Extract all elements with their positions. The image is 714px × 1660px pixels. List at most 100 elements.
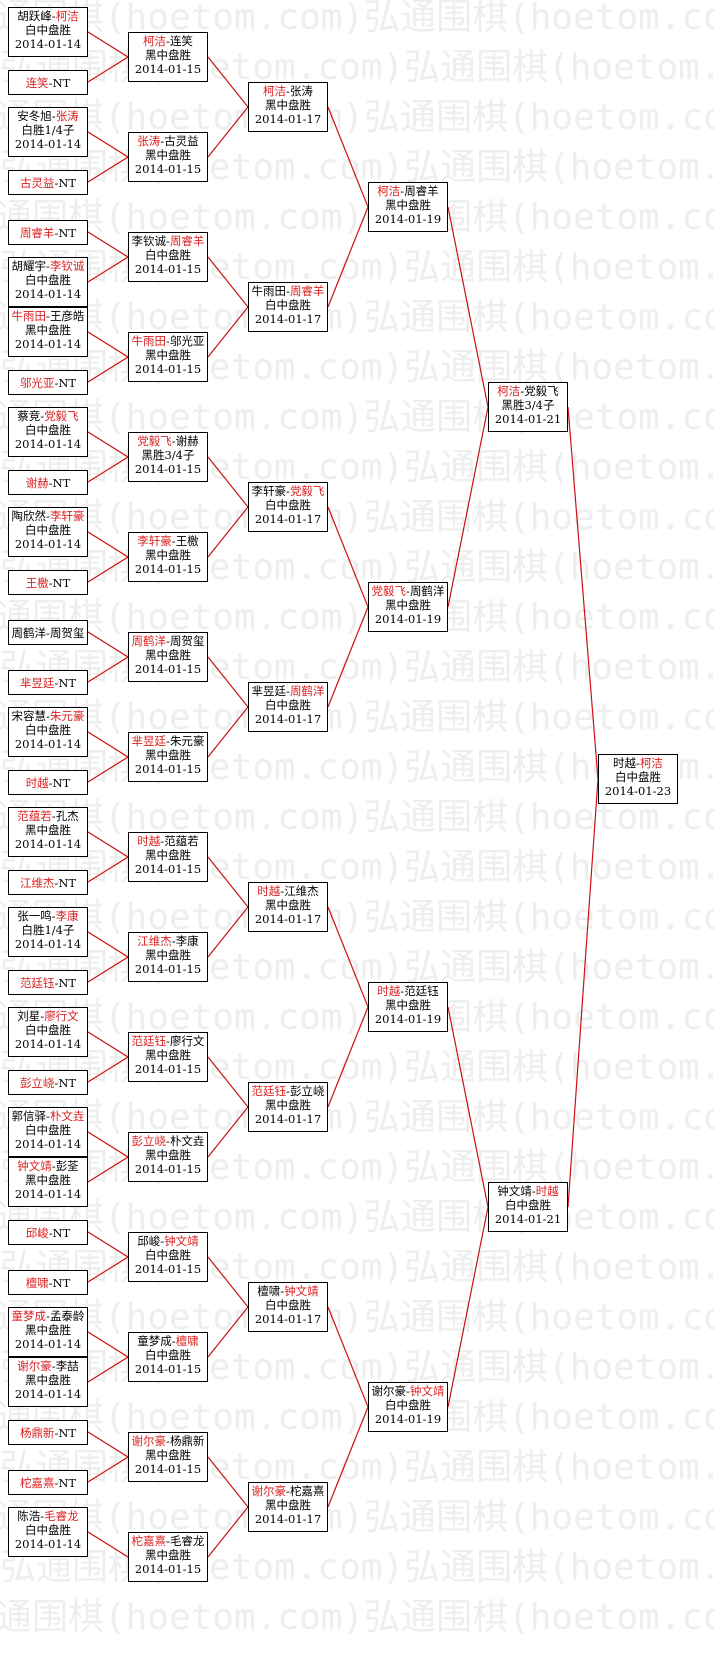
bracket-connector bbox=[207, 1056, 249, 1108]
player-name: 周鹤洋 bbox=[11, 626, 47, 640]
player-name: NT bbox=[58, 1426, 77, 1440]
match-players: 连笑-NT bbox=[9, 76, 87, 90]
match-box: 邱峻-NT bbox=[8, 1220, 88, 1245]
match-players: 周鹤洋-周贺玺 bbox=[129, 634, 207, 648]
match-date: 2014-01-15 bbox=[134, 1462, 202, 1476]
player-name: 宋容慧 bbox=[11, 709, 47, 723]
vs-separator: - bbox=[166, 1034, 170, 1048]
player-name: 周鹤洋 bbox=[409, 584, 445, 598]
winner-name: 柯洁 bbox=[377, 184, 401, 198]
bracket-connector bbox=[87, 156, 129, 183]
player-name: 周贺玺 bbox=[49, 626, 85, 640]
match-result: 黑中盘胜 bbox=[25, 1323, 71, 1337]
vs-separator: - bbox=[51, 1159, 56, 1173]
match-players: 江维杰-NT bbox=[9, 876, 87, 890]
match-result: 白中盘胜 bbox=[265, 1298, 311, 1312]
vs-separator: - bbox=[51, 109, 56, 123]
winner-name: 连笑 bbox=[25, 76, 49, 90]
match-result: 黑中盘胜 bbox=[145, 548, 191, 562]
match-players: 宋容慧-朱元豪 bbox=[9, 709, 87, 723]
bracket-connector bbox=[87, 1356, 129, 1383]
match-result: 白中盘胜 bbox=[25, 723, 71, 737]
match-box: 范廷钰-NT bbox=[8, 970, 88, 995]
match-players: 时越-江维杰 bbox=[249, 884, 327, 898]
match-players: 牛雨田-周睿羊 bbox=[249, 284, 327, 298]
vs-separator: - bbox=[48, 576, 53, 590]
match-result: 白中盘胜 bbox=[25, 1123, 71, 1137]
vs-separator: - bbox=[171, 534, 176, 548]
winner-name: 彭立峣 bbox=[19, 1076, 55, 1090]
match-result: 黑胜3/4子 bbox=[141, 448, 195, 462]
bracket-connector bbox=[87, 456, 129, 483]
match-result: 黑中盘胜 bbox=[145, 948, 191, 962]
match-box: 檀啸-NT bbox=[8, 1270, 88, 1295]
match-date: 2014-01-15 bbox=[134, 862, 202, 876]
bracket-connector bbox=[87, 1231, 129, 1258]
vs-separator: - bbox=[166, 634, 170, 648]
vs-separator: - bbox=[280, 884, 285, 898]
vs-separator: - bbox=[46, 1109, 50, 1123]
vs-separator: - bbox=[160, 134, 165, 148]
vs-separator: - bbox=[46, 259, 50, 273]
player-name: NT bbox=[58, 1076, 77, 1090]
winner-name: 芈昱廷 bbox=[19, 676, 55, 690]
winner-name: 时越 bbox=[25, 776, 49, 790]
winner-name: 朴文垚 bbox=[49, 1109, 85, 1123]
match-date: 2014-01-21 bbox=[494, 412, 562, 426]
bracket-connector bbox=[87, 956, 129, 983]
winner-name: 朱元豪 bbox=[49, 709, 85, 723]
player-name: 周贺玺 bbox=[169, 634, 205, 648]
bracket-connector bbox=[87, 356, 129, 383]
match-result: 黑中盘胜 bbox=[385, 598, 431, 612]
match-players: 范蕴若-孔杰 bbox=[9, 809, 87, 823]
player-name: 廖行文 bbox=[169, 1034, 205, 1048]
match-players: 柁嘉熹-NT bbox=[9, 1476, 87, 1490]
match-players: 李钦诚-周睿羊 bbox=[129, 234, 207, 248]
match-players: 周睿羊-NT bbox=[9, 226, 87, 240]
bracket-connector bbox=[87, 656, 129, 683]
match-players: 柯洁-张涛 bbox=[249, 84, 327, 98]
bracket-connector bbox=[87, 556, 129, 583]
match-date: 2014-01-17 bbox=[254, 1112, 322, 1126]
match-result: 黑中盘胜 bbox=[145, 1048, 191, 1062]
winner-name: 檀啸 bbox=[175, 1334, 199, 1348]
player-name: 朱元豪 bbox=[169, 734, 205, 748]
match-players: 柯洁-周睿羊 bbox=[369, 184, 447, 198]
winner-name: 谢尔豪 bbox=[131, 1434, 167, 1448]
player-name: 邬光亚 bbox=[169, 334, 205, 348]
vs-separator: - bbox=[400, 184, 405, 198]
player-name: 朴文垚 bbox=[169, 1134, 205, 1148]
match-date: 2014-01-14 bbox=[14, 1387, 82, 1401]
match-players: 谢尔豪-柁嘉熹 bbox=[249, 1484, 327, 1498]
bracket-connector bbox=[447, 1206, 489, 1408]
vs-separator: - bbox=[40, 1509, 45, 1523]
bracket-connector bbox=[447, 1006, 489, 1208]
vs-separator: - bbox=[51, 809, 56, 823]
match-result: 黑中盘胜 bbox=[25, 1373, 71, 1387]
bracket-connector bbox=[207, 1506, 249, 1558]
match-box: 时越-NT bbox=[8, 770, 88, 795]
match-box: 邬光亚-NT bbox=[8, 370, 88, 395]
match-result: 黑中盘胜 bbox=[25, 323, 71, 337]
player-name: 党毅飞 bbox=[524, 384, 559, 398]
match-date: 2014-01-15 bbox=[134, 1062, 202, 1076]
match-players: 范廷钰-廖行文 bbox=[129, 1034, 207, 1048]
bracket-connector bbox=[207, 506, 249, 558]
bracket-connector bbox=[87, 31, 129, 58]
match-result: 白中盘胜 bbox=[25, 273, 71, 287]
winner-name: 李钦诚 bbox=[49, 259, 85, 273]
match-date: 2014-01-14 bbox=[14, 1187, 82, 1201]
winner-name: 党毅飞 bbox=[289, 484, 325, 498]
match-players: 柁嘉熹-毛睿龙 bbox=[129, 1534, 207, 1548]
